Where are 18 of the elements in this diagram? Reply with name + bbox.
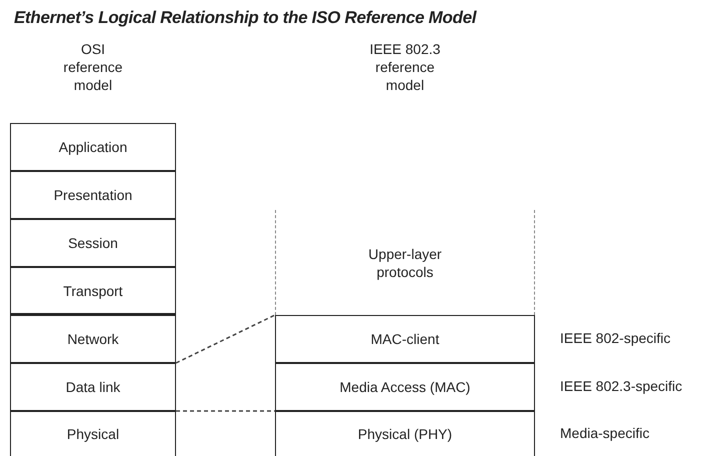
mapping-line bbox=[176, 410, 275, 412]
layer-box: Application bbox=[10, 123, 176, 171]
layer-box: MAC-client bbox=[275, 315, 535, 363]
layer-box: Network bbox=[10, 315, 176, 363]
scope-label: IEEE 802.3-specific bbox=[560, 378, 682, 394]
layer-box: Media Access (MAC) bbox=[275, 363, 535, 411]
layer-box: Transport bbox=[10, 267, 176, 315]
layer-box: Data link bbox=[10, 363, 176, 411]
mapping-line bbox=[176, 314, 276, 364]
scope-label: Media-specific bbox=[560, 425, 650, 441]
layer-box: Physical bbox=[10, 411, 176, 456]
column-heading: IEEE 802.3 reference model bbox=[368, 40, 442, 94]
layer-box: Physical (PHY) bbox=[275, 411, 535, 456]
column-heading: OSI reference model bbox=[62, 40, 124, 94]
scope-label: IEEE 802-specific bbox=[560, 330, 670, 346]
diagram-title: Ethernet’s Logical Relationship to the ISO Reference Model bbox=[14, 8, 476, 28]
layer-box: Session bbox=[10, 219, 176, 267]
layer-box: Presentation bbox=[10, 171, 176, 219]
